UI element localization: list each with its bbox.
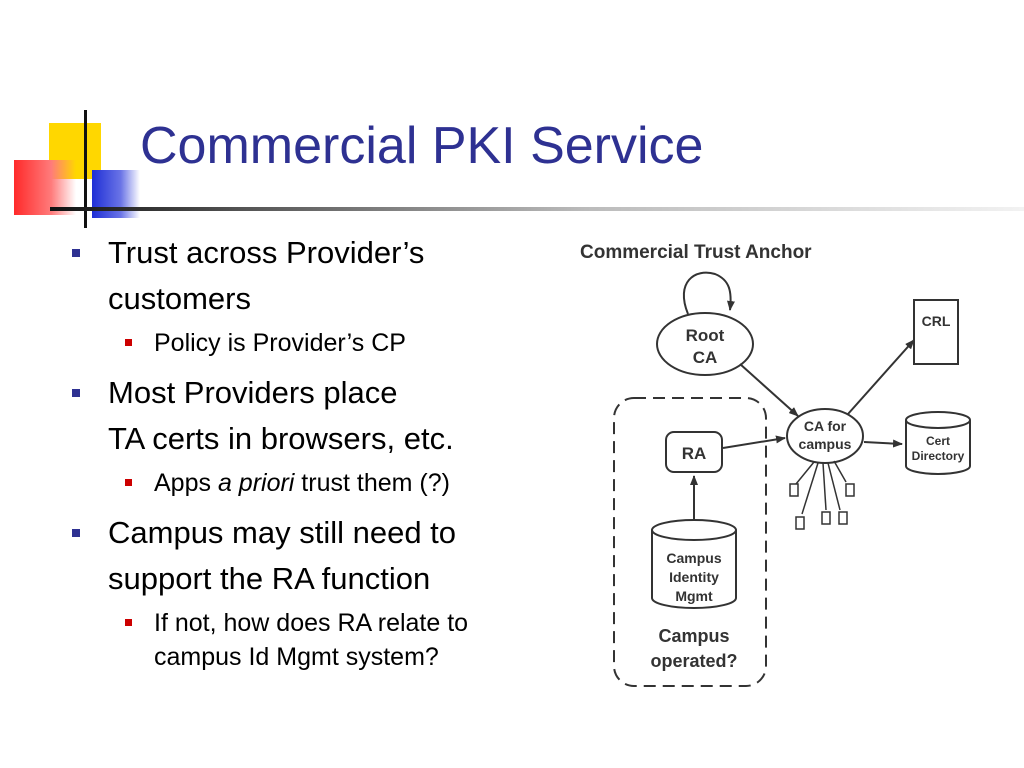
subbullet-marker — [125, 479, 132, 486]
campus-idm-label: Identity — [669, 569, 719, 585]
root-to-ca-arrow — [739, 363, 799, 417]
root-ca-node — [656, 312, 754, 376]
root-ca-label: Root — [686, 326, 725, 345]
root-ca-self-arrow — [682, 271, 735, 315]
subbullet-marker — [125, 339, 132, 346]
bullet-marker — [72, 529, 80, 537]
campus-idm-node — [651, 530, 737, 609]
crl-label: CRL — [922, 313, 951, 329]
bullet-marker — [72, 389, 80, 397]
bullet-trust-across-customers: Trust across Provider’s customers — [72, 230, 592, 322]
trust-anchor-diagram: Commercial Trust Anchor Root CA CRL CA f… — [580, 242, 971, 687]
decor-red-square — [14, 160, 76, 215]
cert-directory-label: Cert — [926, 434, 950, 448]
subbullet-policy: Policy is Provider’s CP — [72, 326, 592, 360]
cert-directory-node — [905, 420, 971, 475]
bullet-list: Trust across Provider’s customers Policy… — [72, 230, 592, 674]
cert-directory-label: Directory — [912, 449, 965, 463]
ca-for-campus-label: campus — [799, 436, 852, 452]
subbullet-ra-relation: If not, how does RA relate to campus Id … — [72, 606, 592, 674]
ca-to-crl-arrow — [847, 339, 915, 415]
title-underline — [50, 207, 1024, 211]
subbullet-text-post: trust them (?) — [294, 469, 450, 497]
campus-operated-label: Campus — [658, 626, 729, 646]
subbullet-text: If not, how does RA relate to — [154, 609, 469, 637]
bullet-providers-place-certs: Most Providers place TA certs in browser… — [72, 370, 592, 462]
subbullet-text: Apps a priori trust them (?) — [154, 466, 592, 500]
subbullet-text-pre: Apps — [154, 469, 218, 497]
subbullet-text: campus Id Mgmt system? — [154, 643, 439, 671]
campus-idm-top — [651, 519, 737, 541]
bullet-text: customers — [108, 281, 251, 316]
root-ca-label: CA — [693, 348, 718, 367]
ra-node — [665, 431, 723, 473]
ca-for-campus-node — [786, 408, 864, 464]
bullet-text: Trust across Provider’s — [108, 235, 425, 270]
ca-to-directory-arrow — [863, 439, 903, 448]
bullet-text: Campus may still need to — [108, 515, 457, 550]
diagram-heading: Commercial Trust Anchor — [580, 242, 812, 263]
campus-idm-label: Campus — [666, 550, 721, 566]
certificate-fanout — [795, 460, 847, 515]
subbullet-text: Policy is Provider’s CP — [154, 329, 406, 357]
certificate-icon — [795, 516, 805, 530]
certificate-icon — [845, 483, 855, 497]
certificate-icon — [821, 511, 831, 525]
decor-vertical-line — [84, 110, 87, 228]
cert-directory-top — [905, 411, 971, 429]
subbullet-marker — [125, 619, 132, 626]
bullet-text: Most Providers place — [108, 375, 398, 410]
ra-label: RA — [682, 444, 707, 463]
bullet-marker — [72, 249, 80, 257]
certificate-icon — [838, 511, 848, 525]
bullet-campus-ra-function: Campus may still need to support the RA … — [72, 510, 592, 602]
certificate-icon — [789, 483, 799, 497]
bullet-text: support the RA function — [108, 561, 431, 596]
campus-operated-label: operated? — [650, 651, 737, 671]
subbullet-text-emphasis: a priori — [217, 469, 295, 497]
bullet-text: TA certs in browsers, etc. — [108, 421, 454, 456]
crl-node — [913, 299, 959, 365]
ca-for-campus-label: CA for — [804, 418, 847, 434]
slide-title: Commercial PKI Service — [140, 117, 704, 175]
subbullet-apps-trust: Apps a priori trust them (?) — [72, 466, 592, 500]
campus-region — [613, 397, 767, 687]
ra-to-ca-arrow — [722, 435, 786, 449]
campus-idm-label: Mgmt — [675, 588, 713, 604]
